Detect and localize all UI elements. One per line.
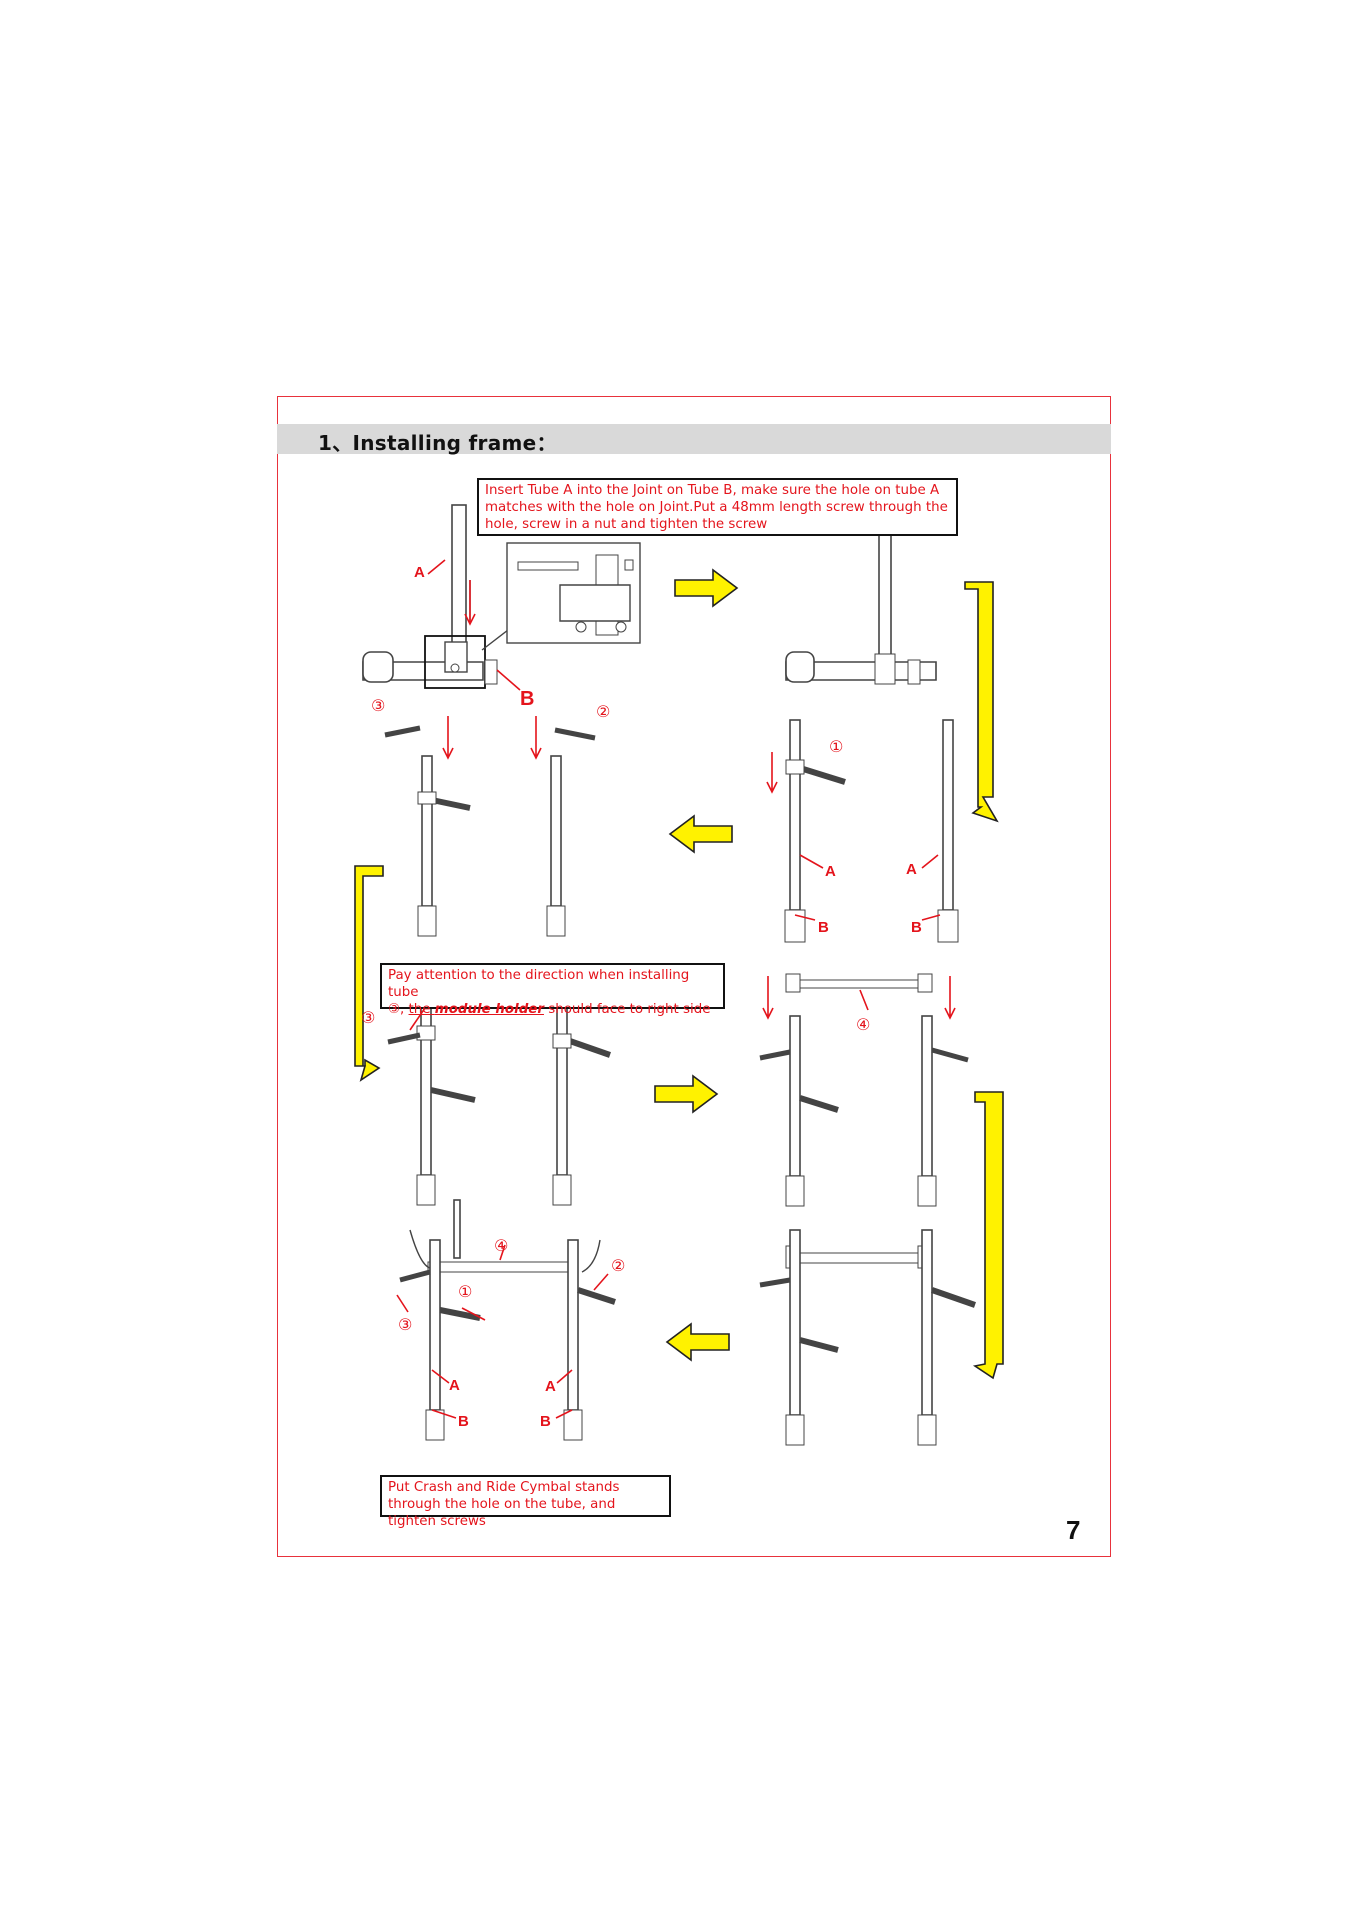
step5-illustration — [759, 1229, 976, 1446]
note-direction-line1: Pay attention to the direction when inst… — [388, 968, 690, 1000]
page-number: 7 — [1066, 1515, 1081, 1545]
label-tube-b: B — [911, 919, 922, 936]
step3-illustration — [387, 985, 611, 1206]
label-tube-b: B — [458, 1413, 469, 1430]
instruction-note-direction: Pay attention to the direction when inst… — [380, 963, 725, 1017]
step6-illustration — [396, 1199, 616, 1441]
arrow-right-2 — [654, 1074, 719, 1114]
section-header-bar — [277, 424, 1111, 454]
step1-result-illustration — [785, 529, 937, 685]
arrow-right-1 — [674, 568, 739, 608]
label-tube-4: ④ — [856, 1015, 870, 1034]
label-tube-1: ① — [458, 1282, 472, 1301]
label-tube-2: ② — [611, 1256, 625, 1275]
instruction-note-cymbal: Put Crash and Ride Cymbal stands through… — [380, 1475, 671, 1529]
arrow-down-right-1 — [964, 581, 999, 823]
label-tube-1: ① — [829, 737, 843, 756]
instruction-note-joint: Insert Tube A into the Joint on Tube B, … — [477, 478, 958, 536]
label-tube-b: B — [520, 688, 534, 710]
page-frame — [277, 396, 1111, 1557]
label-tube-b: B — [818, 919, 829, 936]
label-tube-b: B — [540, 1413, 551, 1430]
section-title: 1、Installing frame： — [318, 431, 557, 455]
label-tube-3: ③ — [398, 1315, 412, 1334]
label-tube-2: ② — [596, 702, 610, 721]
note-direction-the: the — [408, 1002, 435, 1017]
step2-right-illustration — [766, 719, 959, 943]
label-tube-a: A — [825, 863, 836, 880]
part-labels: A B ③ ② ① A A B B ③ ④ ④ ② ① ③ A A B B — [361, 564, 922, 1430]
label-tube-a: A — [545, 1378, 556, 1395]
note-direction-prefix: ③, — [388, 1002, 409, 1017]
label-tube-a: A — [906, 861, 917, 878]
arrow-left-1 — [668, 814, 733, 854]
label-tube-a: A — [414, 564, 425, 581]
step4-illustration — [759, 973, 969, 1207]
arrow-down-right-2 — [972, 1091, 1004, 1380]
label-tube-3: ③ — [371, 696, 385, 715]
label-tube-3: ③ — [361, 1008, 375, 1027]
label-tube-4: ④ — [494, 1236, 508, 1255]
arrow-left-2 — [665, 1322, 730, 1362]
label-tube-a: A — [449, 1377, 460, 1394]
note-direction-suffix: should face to right side — [543, 1002, 711, 1017]
flow-arrows — [354, 568, 1004, 1380]
step2-illustration — [384, 716, 596, 937]
arrow-down-left-1 — [354, 865, 384, 1082]
note-direction-emphasis: module holder — [434, 1002, 544, 1017]
step1-illustration — [362, 504, 641, 691]
